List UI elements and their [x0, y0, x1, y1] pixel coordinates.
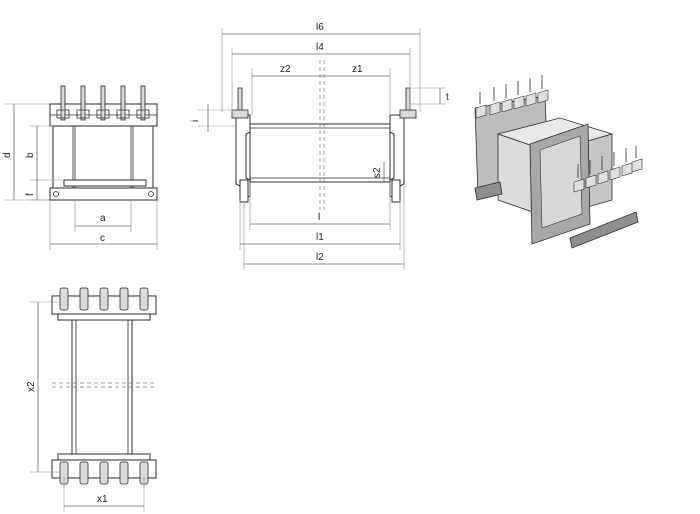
front-core-bar — [63, 179, 147, 187]
dim-label-i: i — [190, 120, 201, 122]
dim-label-s2: s2 — [372, 167, 383, 178]
iso-pin-sockets — [475, 89, 549, 119]
front-pins — [56, 85, 150, 121]
isometric-view — [474, 75, 643, 249]
dim-label-t: t — [446, 92, 449, 103]
top-view-upper-rail — [57, 313, 151, 321]
front-pin — [140, 85, 146, 121]
front-foot-hole-left — [53, 191, 59, 197]
dim-label-d: d — [2, 152, 13, 158]
dim-label-l1: l1 — [316, 232, 324, 243]
dim-label-a: a — [100, 213, 106, 224]
top-view-pin — [59, 287, 69, 311]
front-view: d b f a c — [2, 85, 158, 250]
top-view-lower-rail — [57, 453, 151, 461]
side-foot-left — [239, 179, 249, 203]
front-foot-hole-right — [148, 191, 154, 197]
front-pin-sockets — [56, 109, 150, 119]
side-view: l6 l4 z2 z1 t i s2 l l1 — [190, 22, 449, 270]
top-view-pin — [99, 461, 109, 485]
dim-label-l: l — [318, 212, 320, 223]
top-view-pin — [119, 287, 129, 311]
top-view-pin — [79, 287, 89, 311]
side-pin-left-socket — [231, 109, 249, 119]
top-view-upper-pins — [59, 287, 149, 311]
top-view-pin — [99, 287, 109, 311]
dim-label-l4: l4 — [316, 42, 324, 53]
dim-label-l2: l2 — [316, 252, 324, 263]
top-view-pin — [119, 461, 129, 485]
iso-pin — [479, 75, 543, 104]
front-pin — [100, 85, 106, 121]
dim-label-f: f — [25, 193, 36, 196]
iso-base-front — [569, 211, 639, 249]
iso-base-rear — [474, 181, 503, 201]
dim-label-l6: l6 — [316, 22, 324, 33]
iso-front-flange-window — [539, 135, 583, 229]
dim-label-z1: z1 — [352, 64, 363, 75]
front-pin — [60, 85, 66, 121]
top-view-pin — [139, 287, 149, 311]
top-view-lower-pins — [59, 461, 149, 485]
front-bottom-base — [49, 187, 158, 201]
dim-label-c: c — [100, 233, 105, 244]
iso-front-pins — [573, 146, 643, 193]
dim-label-z2: z2 — [280, 64, 291, 75]
dim-label-x1: x1 — [97, 494, 108, 505]
dim-label-x2: x2 — [26, 381, 37, 392]
side-foot-right — [391, 179, 401, 203]
dim-label-b: b — [25, 152, 36, 158]
iso-pin-sockets — [573, 158, 643, 193]
iso-rear-pins — [475, 75, 549, 119]
front-pin — [80, 85, 86, 121]
front-pin — [120, 85, 126, 121]
top-view-pin — [79, 461, 89, 485]
top-view: x2 x1 — [26, 287, 157, 512]
side-pin-right-socket — [399, 109, 417, 119]
iso-pin — [577, 146, 637, 178]
